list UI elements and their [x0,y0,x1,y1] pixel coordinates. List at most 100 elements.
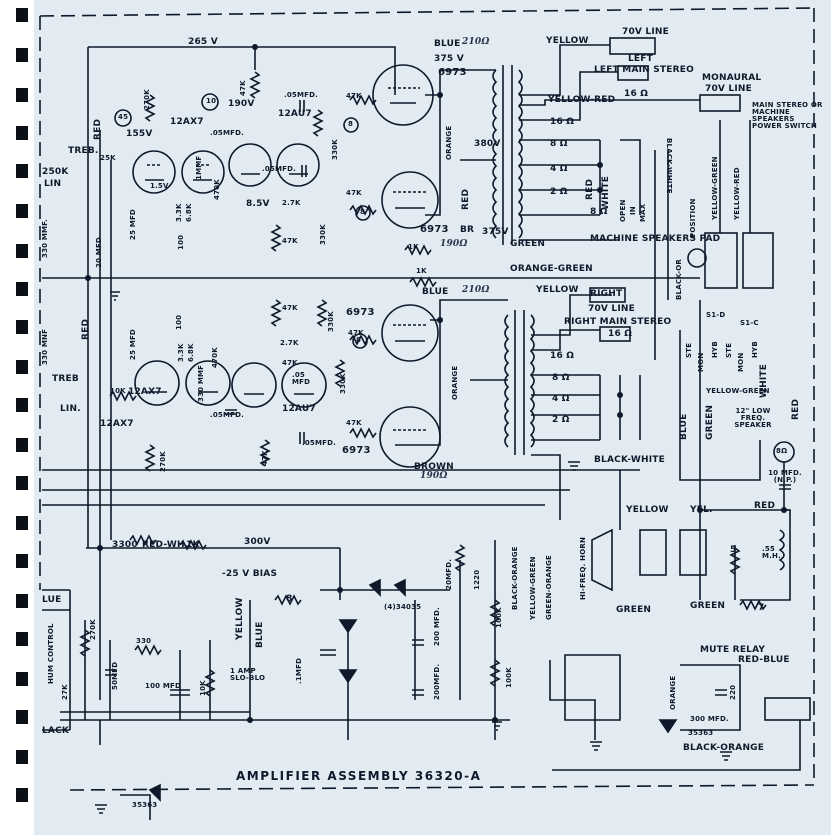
label-node: 8 [348,120,354,128]
label-wire: GREEN [705,404,715,440]
label-diode: (4)34035 [384,603,422,611]
label-output: RIGHT MAIN STEREO [564,317,672,327]
label-capacitor: 25 MFD [129,329,137,360]
label-resistor: 2.7K [282,199,301,207]
label-wire: YELLOW-GREEN [529,556,537,620]
label-wire: BROWN [414,462,454,472]
label-resistor: 47K [346,92,362,100]
binding-hole [16,594,28,608]
label-resistor: 7 [758,603,765,613]
label-resistor: 27K [61,684,69,700]
label-output: S1-C [740,319,759,327]
label-wire: BLUE [255,621,265,648]
label-capacitor: .05MFD. [302,439,337,447]
label-resistor: 47K [282,304,298,312]
label-output: LEFT [628,54,653,64]
label-wire: YELLOW [536,285,579,295]
label-wire: BLACK-WHITE [594,455,665,465]
label-capacitor: 300 MFD. [690,715,729,723]
label-node: 8 [356,336,362,344]
label-output: HYB [751,341,759,358]
label-inductor: .55 M.H. [762,545,781,560]
label-input: LACK [42,726,70,736]
label-tube: 6973 [420,224,449,235]
binding-hole [16,48,28,62]
label-wire: BLACK-OR [675,258,683,300]
label-wire: GREEN-ORANGE [545,554,553,620]
binding-hole [16,126,28,140]
label-resistor: 8 [286,594,293,604]
label-voltage: 190V [228,99,255,109]
label-output: MON [697,352,705,372]
label-wire: YELLOW-RED [733,167,741,220]
label-wire: RED [754,501,776,511]
binding-hole [16,204,28,218]
label-output: 16 Ω [624,89,649,99]
label-resistor: 47K [261,450,269,466]
label-resistor: 25K [100,154,116,162]
label-wire: WHITE [601,175,611,210]
label-output: 70V LINE [622,27,669,37]
label-tube: 12AU7 [282,404,316,414]
label-resistor: RED-WH. [142,540,189,550]
label-capacitor: 25 MFD [129,209,137,240]
label-wire: BLUE [434,39,461,49]
label-diode: 35363 [132,801,158,809]
binding-hole [16,398,28,412]
label-wire: BLUE [422,287,449,297]
label-node: 10 [206,97,217,105]
label-control: TREB [52,374,79,384]
label-handwritten: 190Ω [440,239,468,249]
label-resistor: 330 [136,637,152,645]
label-output: 8 Ω [550,139,568,149]
label-diode: 35363 [688,729,714,737]
label-control: LIN. [60,404,81,414]
label-wire: YEL. [690,505,713,515]
label-output: 4 Ω [552,394,570,404]
label-voltage: 300V [244,537,271,547]
label-voltage: 8.5V [246,199,270,209]
label-node: 8 [360,208,366,216]
binding-hole [16,554,28,568]
label-output: STE [685,342,693,358]
label-resistor: 6.8K [187,343,195,362]
label-resistor: 47K [282,359,298,367]
label-capacitor: .05 MFD [292,371,311,386]
binding-hole [16,788,28,802]
label-resistor: 47K [239,80,247,96]
binding-hole [16,516,28,530]
label-capacitor: .05MFD. [262,165,297,173]
label-tube: 6973 [342,445,371,456]
binding-hole [16,438,28,452]
label-capacitor: .05MFD. [210,411,245,419]
label-wire: BLUE [679,413,689,440]
label-output: RIGHT [590,289,623,299]
label-capacitor: 50MFD [111,661,119,690]
label-voltage: 265 V [188,37,218,47]
binding-hole [16,244,28,258]
binding-hole [16,750,28,764]
label-resistor: 1K [408,243,419,251]
label-capacitor: .05MFD. [210,129,245,137]
label-capacitor: 20 MFD [95,237,103,268]
binding-hole [16,8,28,22]
label-resistor: 3.3K [175,203,183,222]
binding-hole [16,360,28,374]
label-output: 2 Ω [550,187,568,197]
binding-hole [16,710,28,724]
label-voltage: -25 V BIAS [222,569,278,579]
label-wire: RED [791,398,801,420]
label-resistor: 270K [159,451,167,472]
label-resistor: 10K [110,387,126,395]
label-capacitor: 10 MFD.(N.P.) [768,469,802,484]
label-input: LUE [42,595,62,605]
label-resistor: 220 [729,684,737,700]
label-capacitor: .1MFD [295,657,303,684]
label-wire: RED-BLUE [738,655,790,665]
label-control: TREB. [68,146,99,156]
label-output: MACHINE SPEAKERS PAD [590,234,721,244]
label-wire: ORANGE-GREEN [510,264,593,274]
label-horn: HI-FREQ. HORN [579,536,587,600]
label-wire: ORANGE [451,365,459,400]
